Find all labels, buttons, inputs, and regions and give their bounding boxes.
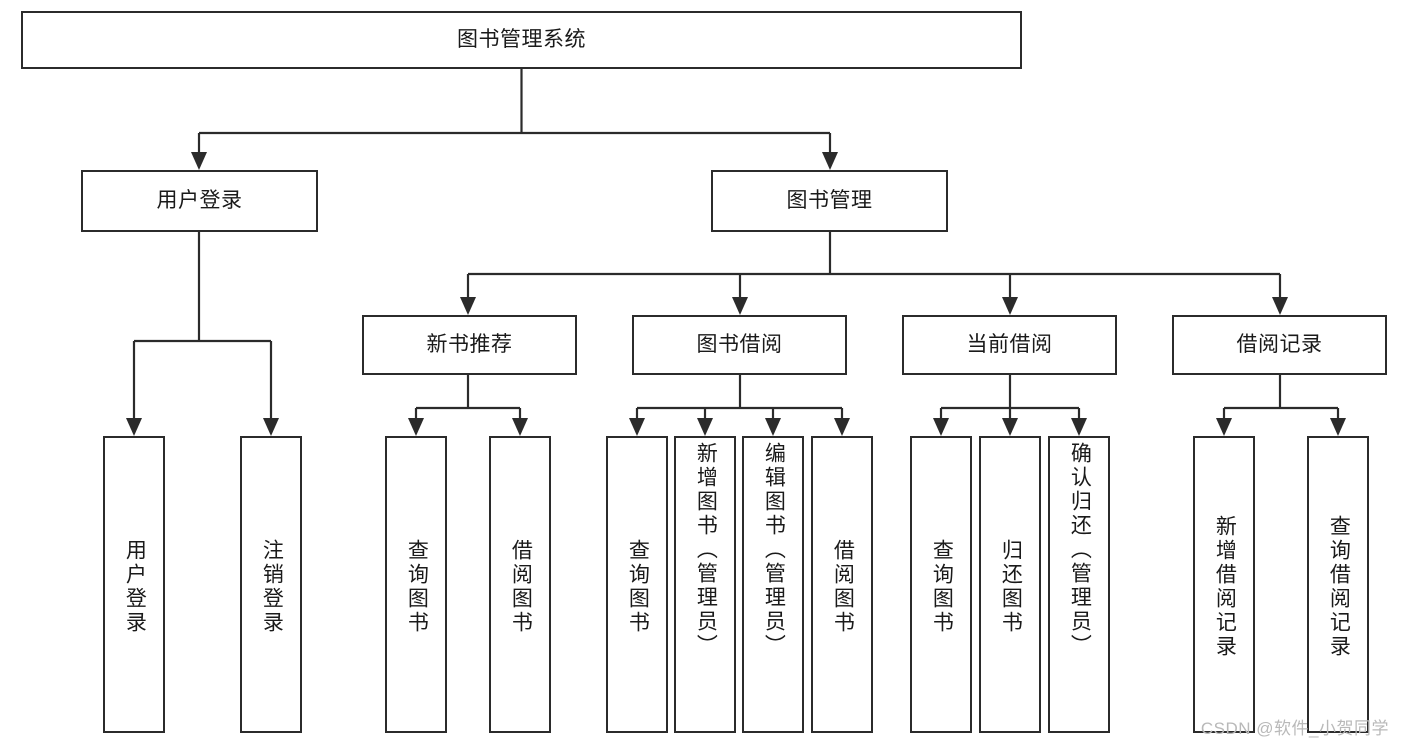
leaf-edit-book-admin-label: 编辑图书（管理员） <box>762 442 786 658</box>
leaf-query-book-current[interactable]: 查询图书 <box>910 436 972 733</box>
leaf-return-book-label: 归还图书 <box>999 538 1023 635</box>
leaf-query-borrow-record[interactable]: 查询借阅记录 <box>1307 436 1369 733</box>
node-borrow-record[interactable]: 借阅记录 <box>1172 315 1387 375</box>
leaf-logout-label: 注销登录 <box>260 538 284 635</box>
leaf-query-borrow-record-label: 查询借阅记录 <box>1327 514 1351 659</box>
node-new-book-recommend-label: 新书推荐 <box>426 332 513 356</box>
leaf-user-login[interactable]: 用户登录 <box>103 436 165 733</box>
node-current-borrow-label: 当前借阅 <box>966 332 1053 356</box>
node-book-management[interactable]: 图书管理 <box>711 170 948 232</box>
leaf-borrow-book-recommend[interactable]: 借阅图书 <box>489 436 551 733</box>
node-book-management-label: 图书管理 <box>786 188 873 212</box>
node-root-label: 图书管理系统 <box>457 27 586 51</box>
node-book-borrow[interactable]: 图书借阅 <box>632 315 847 375</box>
leaf-user-login-label: 用户登录 <box>123 538 147 635</box>
leaf-borrow-book-label: 借阅图书 <box>831 538 855 635</box>
leaf-confirm-return-admin[interactable]: 确认归还（管理员） <box>1048 436 1110 733</box>
node-current-borrow[interactable]: 当前借阅 <box>902 315 1117 375</box>
node-user-login[interactable]: 用户登录 <box>81 170 318 232</box>
leaf-query-book-borrow[interactable]: 查询图书 <box>606 436 668 733</box>
leaf-borrow-book[interactable]: 借阅图书 <box>811 436 873 733</box>
leaf-return-book[interactable]: 归还图书 <box>979 436 1041 733</box>
leaf-add-book-admin[interactable]: 新增图书（管理员） <box>674 436 736 733</box>
leaf-logout[interactable]: 注销登录 <box>240 436 302 733</box>
leaf-query-book-borrow-label: 查询图书 <box>626 538 650 635</box>
node-user-login-label: 用户登录 <box>156 188 243 212</box>
leaf-add-borrow-record-label: 新增借阅记录 <box>1213 514 1237 659</box>
leaf-add-borrow-record[interactable]: 新增借阅记录 <box>1193 436 1255 733</box>
leaf-edit-book-admin[interactable]: 编辑图书（管理员） <box>742 436 804 733</box>
leaf-query-book-recommend-label: 查询图书 <box>405 538 429 635</box>
node-book-borrow-label: 图书借阅 <box>696 332 783 356</box>
node-new-book-recommend[interactable]: 新书推荐 <box>362 315 577 375</box>
leaf-add-book-admin-label: 新增图书（管理员） <box>694 442 718 658</box>
node-borrow-record-label: 借阅记录 <box>1236 332 1323 356</box>
leaf-query-book-current-label: 查询图书 <box>930 538 954 635</box>
leaf-query-book-recommend[interactable]: 查询图书 <box>385 436 447 733</box>
leaf-borrow-book-recommend-label: 借阅图书 <box>509 538 533 635</box>
leaf-confirm-return-admin-label: 确认归还（管理员） <box>1068 442 1092 658</box>
node-root[interactable]: 图书管理系统 <box>21 11 1022 69</box>
